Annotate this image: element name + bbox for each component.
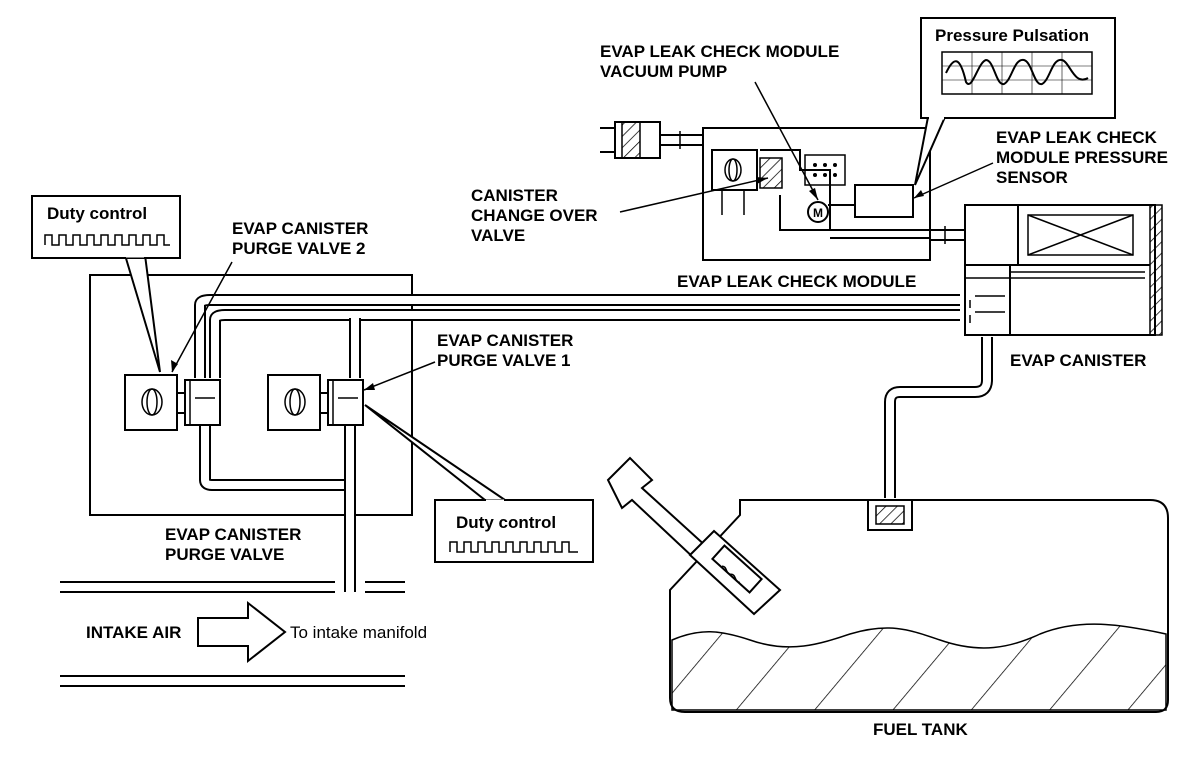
module-internals <box>711 149 930 239</box>
pressure-sensor-label: EVAP LEAK CHECK MODULE PRESSURE SENSOR <box>996 128 1173 187</box>
module-canister-connector <box>930 226 965 244</box>
duty-control-callout-right <box>364 404 594 563</box>
leak-check-module-label: EVAP LEAK CHECK MODULE <box>677 272 916 291</box>
intake-manifold-label: To intake manifold <box>290 623 427 642</box>
fuel-tank <box>669 499 1169 713</box>
change-over-valve-label: CANISTER CHANGE OVER VALVE <box>471 186 602 245</box>
fuel-tank-label: FUEL TANK <box>873 720 968 739</box>
duty-control-label-left: Duty control <box>47 204 147 223</box>
pressure-pulsation-label: Pressure Pulsation <box>935 26 1089 45</box>
duty-control-callout-left <box>31 195 181 373</box>
module-air-filter <box>600 121 703 159</box>
intake-air-arrow <box>197 600 287 664</box>
duty-control-label-right: Duty control <box>456 513 556 532</box>
purge-valve-2 <box>124 374 221 431</box>
purge-valve-2-leader <box>171 261 233 373</box>
purge-valve-1-label: EVAP CANISTER PURGE VALVE 1 <box>437 331 578 370</box>
vacuum-pump-label: EVAP LEAK CHECK MODULE VACUUM PUMP <box>600 42 844 81</box>
purge-valve-label: EVAP CANISTER PURGE VALVE <box>165 525 306 564</box>
purge-valve-1-leader <box>363 361 436 391</box>
vacuum-pump-leader <box>754 81 819 201</box>
purge-valve-2-label: EVAP CANISTER PURGE VALVE 2 <box>232 219 373 258</box>
evap-canister <box>964 204 1163 336</box>
intake-air-label: INTAKE AIR <box>86 623 181 642</box>
pressure-pulsation-callout <box>914 17 1116 186</box>
intake-duct <box>60 581 405 687</box>
purge-valve-1 <box>267 374 364 431</box>
motor-symbol: M <box>813 206 823 220</box>
purge-valve-piping <box>194 294 960 592</box>
canister-tank-pipe <box>884 337 993 498</box>
evap-canister-label: EVAP CANISTER <box>1010 351 1146 370</box>
fuel-filler-neck <box>606 456 782 616</box>
pressure-sensor-leader <box>913 162 994 199</box>
change-over-valve-leader <box>619 177 769 213</box>
